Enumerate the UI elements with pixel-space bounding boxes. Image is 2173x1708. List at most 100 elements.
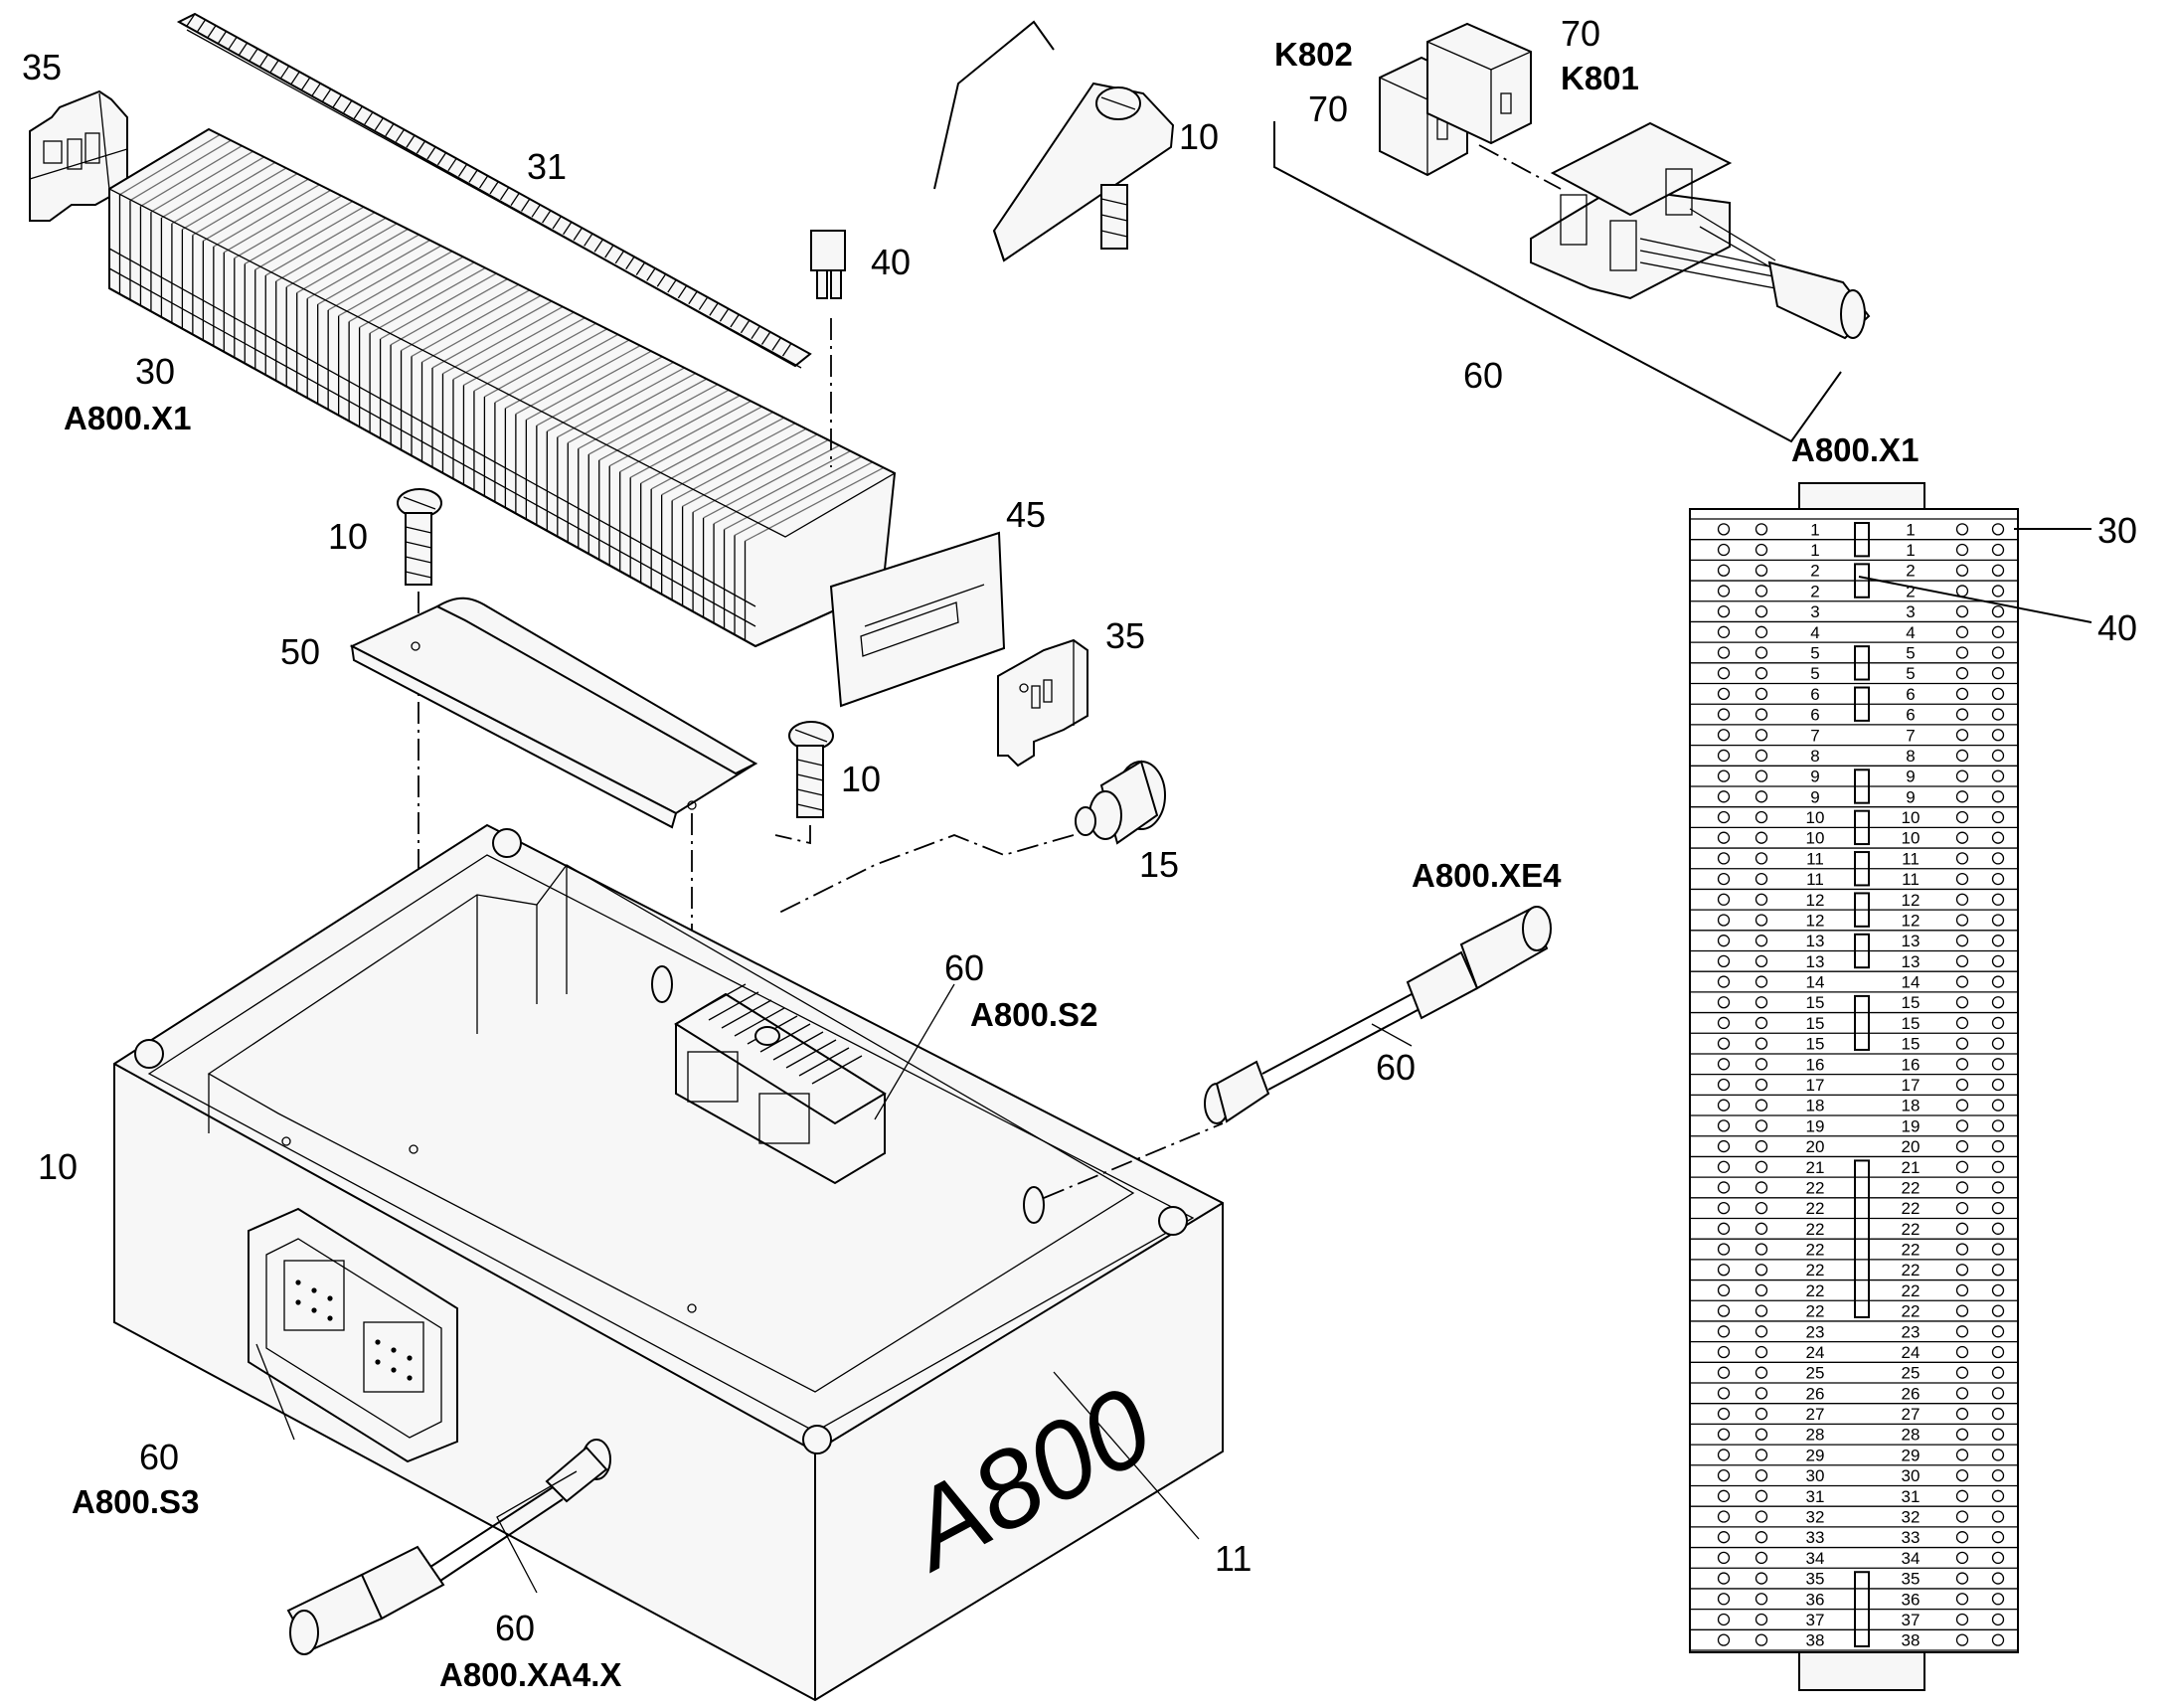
strip-row-right-number: 38 (1902, 1631, 1921, 1650)
strip-row-left-number: 22 (1806, 1261, 1825, 1280)
jumper-40 (810, 230, 846, 467)
strip-row: 23 23 (1690, 1320, 2018, 1341)
cable-a800-xa4-x (286, 1439, 611, 1655)
strip-row-right-number: 12 (1902, 911, 1921, 930)
strip-row-left-number: 5 (1810, 664, 1819, 683)
strip-row-left-number: 22 (1806, 1302, 1825, 1321)
strip-row-right-number: 19 (1902, 1116, 1921, 1135)
relay-k801 (1426, 22, 1532, 145)
strip-row-left-number: 38 (1806, 1631, 1825, 1650)
strip-jumper (1854, 645, 1870, 681)
strip-row-right-number: 23 (1902, 1322, 1921, 1341)
strip-row-left-number: 22 (1806, 1281, 1825, 1300)
strip-row-left-number: 8 (1810, 747, 1819, 766)
strip-jumper (1854, 933, 1870, 969)
label-10-screw-right: 10 (841, 759, 881, 799)
label-a800-xa4x: A800.XA4.X (439, 1656, 621, 1693)
strip-row-right-number: 22 (1902, 1178, 1921, 1197)
din-rail-50 (349, 597, 758, 1312)
strip-row-right-number: 35 (1902, 1570, 1921, 1589)
strip-row-right-number: 21 (1902, 1158, 1921, 1177)
strip-row-left-number: 6 (1810, 685, 1819, 704)
strip-row-right-number: 1 (1906, 541, 1915, 560)
strip-row-right-number: 22 (1902, 1261, 1921, 1280)
strip-row-right-number: 1 (1906, 520, 1915, 539)
strip-row-left-number: 1 (1810, 520, 1819, 539)
strip-jumper (1854, 994, 1870, 1051)
label-a800-xe4: A800.XE4 (1412, 857, 1562, 894)
strip-row-left-number: 23 (1806, 1322, 1825, 1341)
panel-connector-a800-s3 (248, 1207, 458, 1463)
strip-row-left-number: 35 (1806, 1570, 1825, 1589)
label-60-s2: 60 (944, 947, 984, 988)
strip-row-left-number: 12 (1806, 911, 1825, 930)
strip-row-right-number: 4 (1906, 623, 1915, 642)
strip-jumper (1854, 522, 1870, 558)
strip-row-left-number: 1 (1810, 541, 1819, 560)
label-60-relay: 60 (1463, 355, 1503, 396)
strip-row-right-number: 6 (1906, 706, 1915, 725)
strip-row-left-number: 2 (1810, 562, 1819, 581)
label-a800-x1: A800.X1 (64, 400, 191, 436)
strip-row-right-number: 15 (1902, 1014, 1921, 1033)
strip-row-right-number: 28 (1902, 1426, 1921, 1445)
label-40: 40 (871, 242, 911, 282)
strip-jumper (1854, 1159, 1870, 1318)
strip-row-right-number: 13 (1902, 932, 1921, 950)
strip-row-right-number: 31 (1902, 1487, 1921, 1506)
strip-row-right-number: 24 (1902, 1343, 1921, 1362)
strip-row-left-number: 26 (1806, 1384, 1825, 1403)
strip-row-left-number: 10 (1806, 829, 1825, 848)
strip-row-left-number: 16 (1806, 1055, 1825, 1074)
strip-row-left-number: 24 (1806, 1343, 1825, 1362)
strip-row-left-number: 5 (1810, 643, 1819, 662)
strip-row-left-number: 15 (1806, 993, 1825, 1012)
strip-row: 30 30 (1690, 1464, 2018, 1485)
strip-row-left-number: 2 (1810, 582, 1819, 600)
label-a800-s3: A800.S3 (72, 1483, 199, 1520)
housing-10 (113, 823, 1224, 1702)
strip-row-right-number: 5 (1906, 664, 1915, 683)
screw-10-left (397, 488, 442, 1143)
strip-row-right-number: 30 (1902, 1466, 1921, 1485)
label-k801: K801 (1561, 60, 1639, 96)
strip-label-40: 40 (2097, 607, 2137, 648)
strip-row-right-number: 29 (1902, 1446, 1921, 1464)
strip-row-left-number: 32 (1806, 1508, 1825, 1527)
strip-row-right-number: 26 (1902, 1384, 1921, 1403)
strip-row-left-number: 17 (1806, 1076, 1825, 1095)
label-35-top: 35 (22, 47, 62, 87)
strip-row-right-number: 3 (1906, 602, 1915, 621)
strip-row-right-number: 15 (1902, 1035, 1921, 1054)
strip-row-left-number: 6 (1810, 706, 1819, 725)
terminal-block-30 (107, 127, 897, 648)
bracket-10 (933, 20, 1175, 262)
label-60-xe4: 60 (1376, 1047, 1416, 1088)
strip-row-right-number: 2 (1906, 562, 1915, 581)
label-15: 15 (1139, 844, 1179, 885)
strip-row-right-number: 13 (1902, 952, 1921, 971)
strip-jumper (1854, 769, 1870, 804)
strip-row-right-number: 18 (1902, 1097, 1921, 1115)
strip-row-left-number: 9 (1810, 768, 1819, 786)
strip-row-right-number: 15 (1902, 993, 1921, 1012)
strip-row-right-number: 33 (1902, 1528, 1921, 1547)
strip-row-left-number: 4 (1810, 623, 1819, 642)
strip-row-left-number: 30 (1806, 1466, 1825, 1485)
